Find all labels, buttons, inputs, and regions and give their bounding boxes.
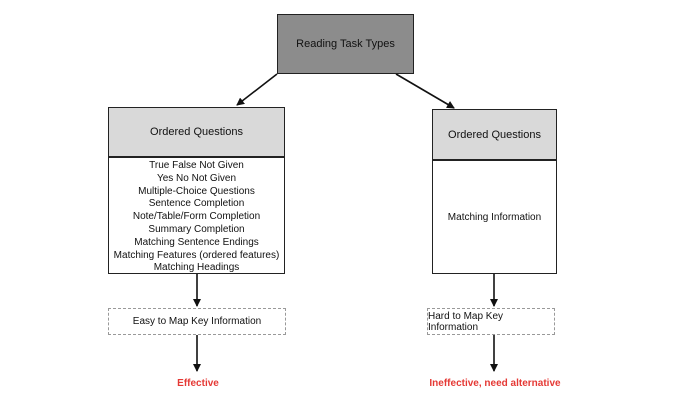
left-ordered-questions-header: Ordered Questions (108, 107, 285, 157)
left-header-label: Ordered Questions (150, 126, 243, 138)
list-item: True False Not Given (149, 160, 244, 171)
reading-task-types-box: Reading Task Types (277, 14, 414, 74)
hard-to-map-box: Hard to Map Key Information (427, 308, 555, 335)
list-item: Note/Table/Form Completion (132, 211, 261, 223)
right-ordered-questions-header: Ordered Questions (432, 109, 557, 160)
easy-to-map-label: Easy to Map Key Information (132, 316, 262, 327)
list-item: Multiple-Choice Questions (138, 185, 255, 197)
reading-task-types-label: Reading Task Types (296, 38, 395, 50)
arrow-top-to-right (395, 73, 455, 109)
list-item: Sentence Completion (148, 198, 245, 210)
list-item: Matching Headings (153, 262, 240, 274)
list-item: Yes No Not Given (156, 172, 237, 184)
ineffective-result: Ineffective, need alternative (429, 378, 561, 389)
hard-to-map-label: Hard to Map Key Information (428, 310, 504, 333)
right-header-label: Ordered Questions (448, 128, 541, 141)
list-item: Summary Completion (148, 223, 245, 235)
right-question-type-box: Matching Information (432, 160, 557, 274)
list-item: Matching Features (ordered features) (113, 249, 280, 261)
easy-to-map-box: Easy to Map Key Information (108, 308, 286, 335)
effective-result: Effective (177, 378, 219, 389)
left-question-type-list: True False Not Given Yes No Not Given Mu… (108, 157, 285, 274)
arrow-top-to-left (236, 73, 278, 106)
matching-information-label: Matching Information (447, 211, 542, 223)
list-item: Matching Sentence Endings (134, 236, 259, 248)
